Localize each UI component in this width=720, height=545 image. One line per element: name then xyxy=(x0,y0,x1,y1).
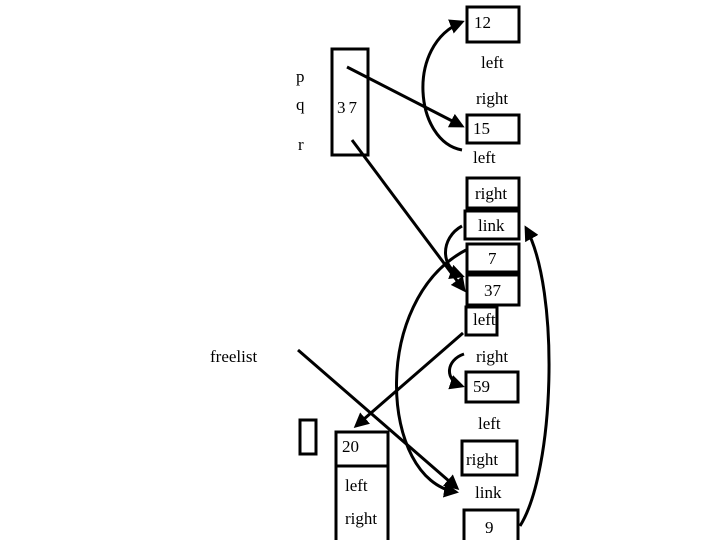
pointer-label-r: r xyxy=(298,135,304,154)
cell-text-59-link: link xyxy=(475,483,502,502)
node-column: 12 left right 15 left right link 7 37 le… xyxy=(460,5,521,545)
arrow-37-left-to-20 xyxy=(353,331,464,428)
free-node-box xyxy=(334,430,390,544)
cell-text-15: 15 xyxy=(473,119,490,138)
free-node-key: 20 xyxy=(342,437,359,456)
cell-text-59-left: left xyxy=(478,414,501,433)
arrow-15-left-to-12 xyxy=(421,19,465,152)
cell-box-15 xyxy=(465,113,521,145)
cell-box-15-link xyxy=(463,209,521,241)
arrow-15-link-to-37 xyxy=(444,224,465,279)
cell-text-12: 12 xyxy=(474,13,491,32)
cell-text-15-left: left xyxy=(473,148,496,167)
cell-text-15-link: link xyxy=(478,216,505,235)
arrow-9-to-15-link xyxy=(518,225,551,527)
cell-text-37-right: right xyxy=(476,347,508,366)
pointer-label-p: p xyxy=(296,67,305,86)
cell-box-59-right xyxy=(460,439,519,477)
pointer-variables: p q r 37 xyxy=(296,47,370,157)
cell-box-15-right xyxy=(465,176,521,210)
free-node: 20 left right xyxy=(334,430,390,544)
pointer-q-value: 37 xyxy=(337,98,360,117)
cell-text-37-left: left xyxy=(473,310,496,329)
pointer-box xyxy=(330,47,370,157)
cell-text-15-right: right xyxy=(475,184,507,203)
cell-text-12-left: left xyxy=(481,53,504,72)
cell-box-37 xyxy=(465,273,521,307)
cell-text-7: 7 xyxy=(488,249,497,268)
pointer-label-q: q xyxy=(296,95,305,114)
empty-box xyxy=(298,418,318,456)
cell-text-12-right: right xyxy=(476,89,508,108)
cell-text-59: 59 xyxy=(473,377,490,396)
free-node-left: left xyxy=(345,476,368,495)
cell-text-37: 37 xyxy=(484,281,502,300)
arrows xyxy=(297,19,551,527)
cell-text-9: 9 xyxy=(485,518,494,537)
free-node-right: right xyxy=(345,509,377,528)
freelist-label: freelist xyxy=(210,347,257,366)
cell-box-59 xyxy=(464,370,520,404)
arrow-long-curve-to-9 xyxy=(395,248,467,498)
cell-box-9 xyxy=(462,508,520,545)
arrow-freelist-to-9 xyxy=(297,348,460,490)
cell-text-59-right: right xyxy=(466,450,498,469)
cell-box-37-left xyxy=(464,305,499,337)
arrow-37-right-to-59 xyxy=(448,352,465,390)
arrow-p-to-15 xyxy=(346,65,465,128)
cell-box-12 xyxy=(465,5,521,44)
arrow-r-to-37 xyxy=(350,139,466,293)
cell-box-7 xyxy=(465,242,521,274)
